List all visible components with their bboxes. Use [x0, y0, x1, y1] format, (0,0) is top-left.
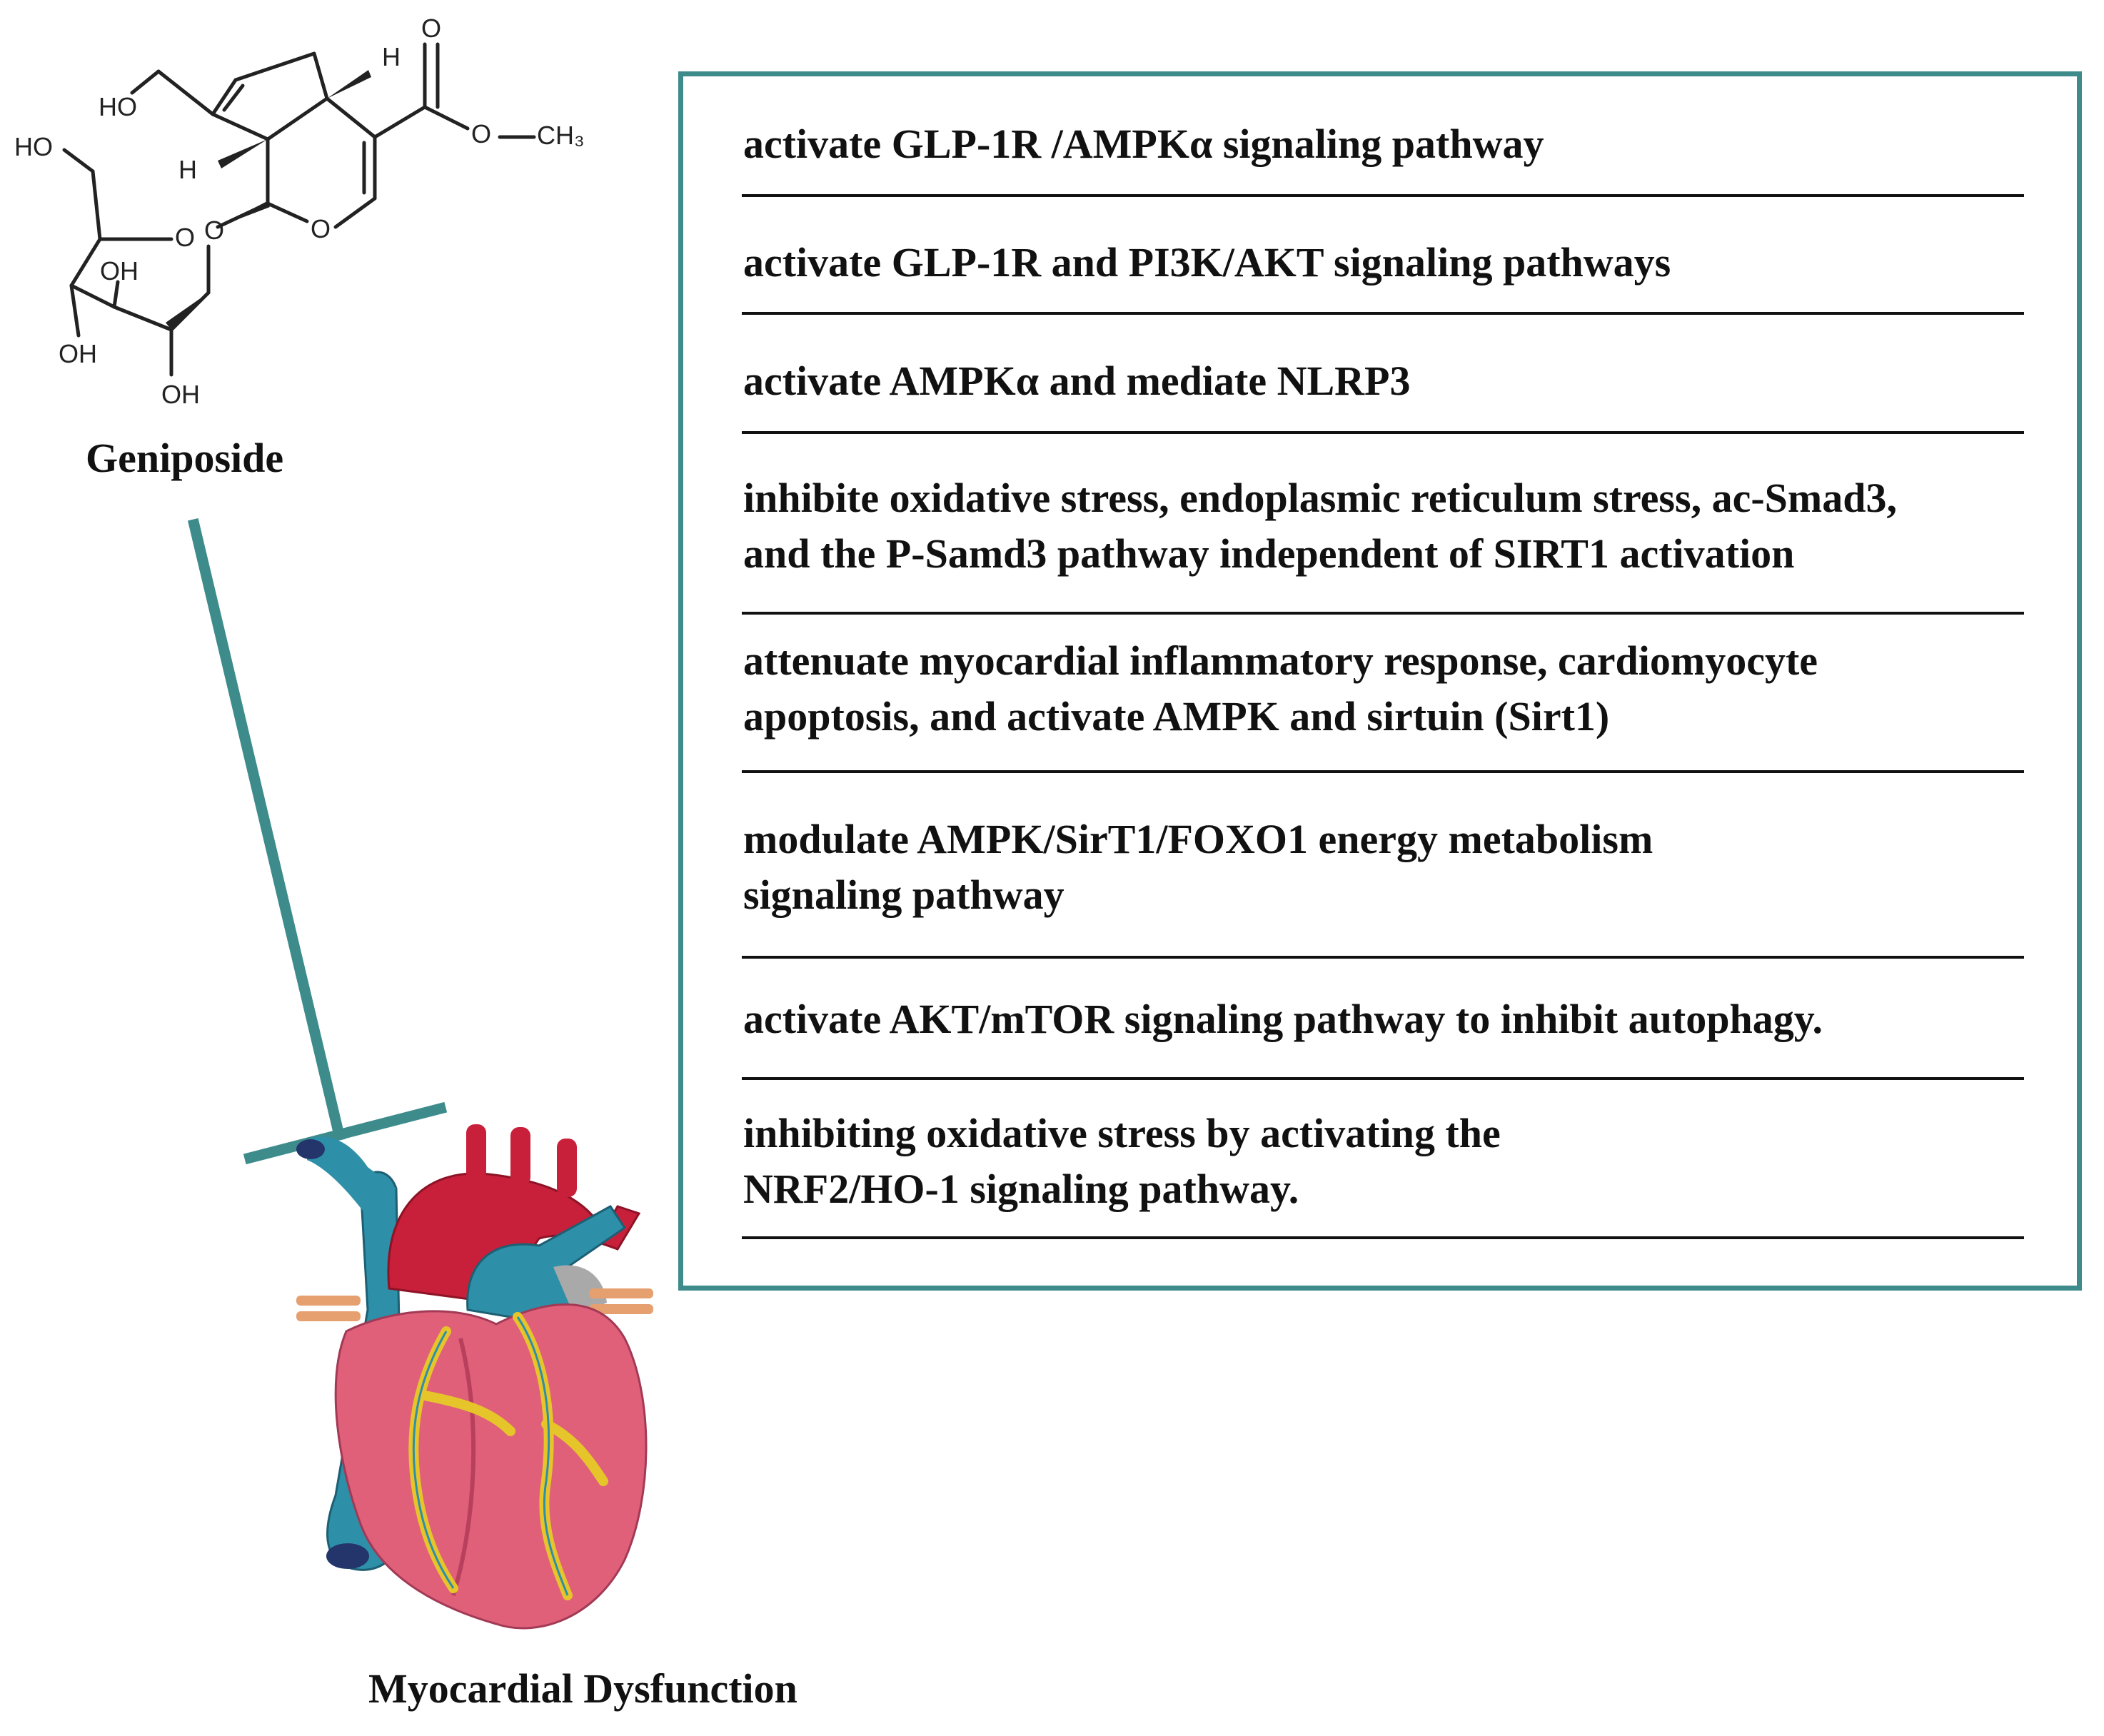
divider — [742, 1236, 2024, 1239]
atom-label: O — [175, 223, 195, 252]
atom-label: HO — [99, 92, 137, 121]
divider — [742, 956, 2024, 959]
atom-label: O — [471, 119, 491, 148]
compound-name: Geniposide — [86, 435, 284, 481]
atom-label: HO — [14, 132, 53, 161]
atom-label: H — [178, 155, 197, 184]
mechanism-item: attenuate myocardial inflammatory respon… — [743, 637, 1818, 740]
divider — [742, 312, 2024, 315]
divider — [742, 431, 2024, 434]
divider — [742, 194, 2024, 197]
atom-label: OH — [161, 380, 200, 409]
mechanism-item: activate GLP-1R /AMPKα signaling pathway — [743, 121, 1544, 167]
mechanism-item: activate GLP-1R and PI3K/AKT signaling p… — [743, 239, 1671, 286]
outcome-name: Myocardial Dysfunction — [368, 1665, 797, 1712]
mechanism-item: modulate AMPK/SirT1/FOXO1 energy metabol… — [743, 816, 1653, 918]
atom-label: H — [382, 42, 401, 71]
atom-label: O — [311, 214, 331, 243]
divider — [742, 612, 2024, 615]
atom-label: OH — [100, 256, 139, 286]
mechanism-item: activate AKT/mTOR signaling pathway to i… — [743, 996, 1823, 1042]
mechanism-item: inhibiting oxidative stress by activatin… — [743, 1110, 1501, 1212]
atom-label: O — [421, 14, 441, 43]
atom-label: OH — [59, 339, 97, 368]
geniposide-structure: HO HO O O O OH OH OH O H H O O CH₃ — [14, 14, 585, 409]
mechanisms-box: activate GLP-1R /AMPKα signaling pathway… — [678, 71, 2082, 1291]
mechanism-item: inhibite oxidative stress, endoplasmic r… — [743, 475, 1897, 577]
atom-label: CH₃ — [537, 121, 585, 150]
mechanism-item: activate AMPKα and mediate NLRP3 — [743, 358, 1411, 404]
heart-illustration — [296, 1124, 653, 1630]
divider — [742, 770, 2024, 773]
divider — [742, 1077, 2024, 1080]
atom-label: O — [204, 216, 224, 245]
